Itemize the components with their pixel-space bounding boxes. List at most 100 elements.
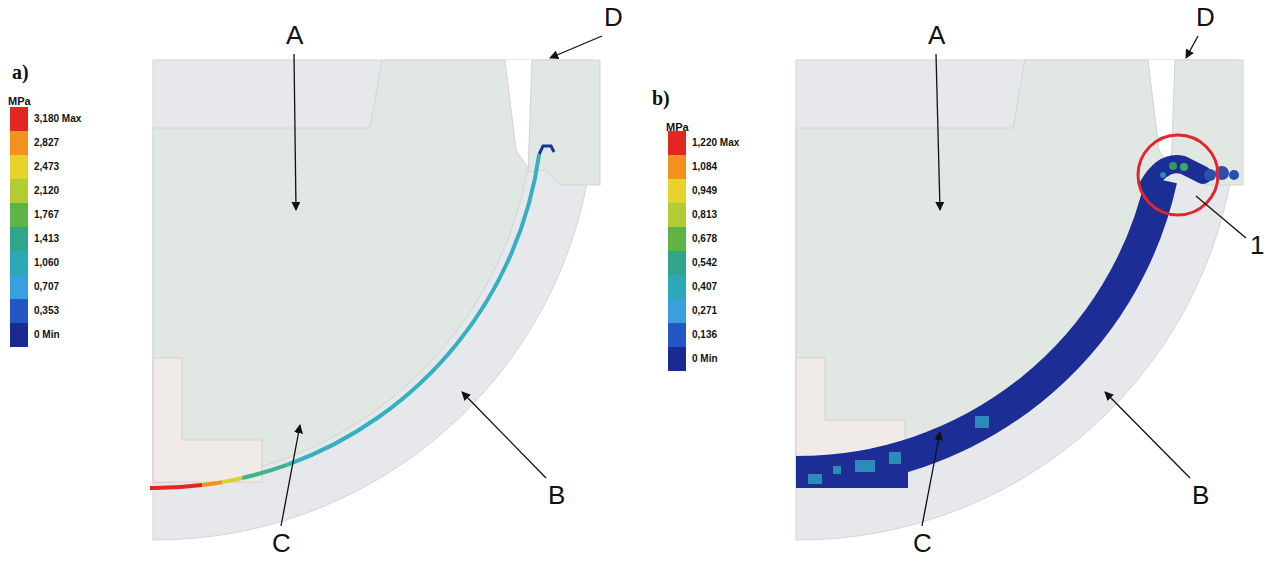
legend-item: 1,413 bbox=[10, 227, 59, 251]
stress-speckle bbox=[855, 460, 875, 472]
leader-arrow bbox=[294, 54, 296, 210]
legend-swatch bbox=[668, 299, 686, 323]
legend-value: 2,827 bbox=[34, 138, 59, 148]
leader-arrow bbox=[936, 54, 940, 210]
legend-item: 2,120 bbox=[10, 179, 59, 203]
legend-value: 1,084 bbox=[692, 162, 717, 172]
legend-item: 1,767 bbox=[10, 203, 59, 227]
part-label: B bbox=[1192, 482, 1209, 508]
legend-value: 0,813 bbox=[692, 210, 717, 220]
part-label: B bbox=[548, 482, 565, 508]
contact-blob bbox=[1229, 170, 1239, 180]
contact-layer bbox=[222, 478, 242, 482]
legend-swatch bbox=[10, 203, 28, 227]
part-a-body bbox=[153, 60, 528, 483]
legend-value: 1,220 Max bbox=[692, 138, 739, 148]
legend-value: 0,707 bbox=[34, 282, 59, 292]
legend-swatch bbox=[668, 251, 686, 275]
legend-value: 0,353 bbox=[34, 306, 59, 316]
legend-value: 1,413 bbox=[34, 234, 59, 244]
legend-item: 0,136 bbox=[668, 323, 717, 347]
panel-a bbox=[150, 60, 600, 540]
legend-value: 0 Min bbox=[692, 354, 718, 364]
legend-value: 1,060 bbox=[34, 258, 59, 268]
legend-value: 0 Min bbox=[34, 330, 60, 340]
legend-value: 0,542 bbox=[692, 258, 717, 268]
legend-swatch bbox=[10, 275, 28, 299]
contact-layer bbox=[798, 180, 1161, 472]
stress-speckle bbox=[1160, 172, 1166, 178]
legend-value: 0,678 bbox=[692, 234, 717, 244]
legend-swatch bbox=[668, 275, 686, 299]
part-label: A bbox=[928, 22, 945, 48]
part-b-shell bbox=[153, 60, 595, 540]
legend-item: 0,707 bbox=[10, 275, 59, 299]
legend-item: 0,542 bbox=[668, 251, 717, 275]
insert-part bbox=[153, 358, 262, 482]
contact-layer bbox=[150, 485, 202, 488]
legend-item: 0,407 bbox=[668, 275, 717, 299]
insert-part bbox=[796, 358, 905, 456]
part-label: C bbox=[913, 530, 932, 556]
legend-value: 3,180 Max bbox=[34, 114, 81, 124]
legend-swatch bbox=[668, 227, 686, 251]
contact-layer bbox=[242, 465, 287, 478]
legend-value: 2,473 bbox=[34, 162, 59, 172]
legend-value: 0,136 bbox=[692, 330, 717, 340]
legend-swatch bbox=[10, 155, 28, 179]
part-b-shell bbox=[796, 60, 1238, 540]
part-label: C bbox=[272, 530, 291, 556]
legend-value: 0,271 bbox=[692, 306, 717, 316]
legend-item: 0,813 bbox=[668, 203, 717, 227]
legend-swatch bbox=[668, 347, 686, 371]
unit-label: MPa bbox=[8, 96, 31, 107]
legend-swatch bbox=[10, 251, 28, 275]
legend-swatch bbox=[668, 203, 686, 227]
part-d-block bbox=[1171, 60, 1243, 185]
legend-swatch bbox=[10, 107, 28, 131]
leader-arrow bbox=[1105, 392, 1190, 478]
part-a-body bbox=[796, 60, 1171, 483]
legend-item: 0,949 bbox=[668, 179, 717, 203]
legend-item: 1,220 Max bbox=[668, 131, 739, 155]
legend-swatch bbox=[668, 323, 686, 347]
stress-speckle bbox=[1180, 163, 1188, 171]
leader-lines bbox=[281, 36, 1246, 526]
leader-arrow bbox=[281, 425, 300, 526]
legend-swatch bbox=[668, 179, 686, 203]
legend-item: 1,084 bbox=[668, 155, 717, 179]
leader-arrow bbox=[1186, 36, 1198, 58]
highlight-circle bbox=[1138, 135, 1218, 215]
contact-layer bbox=[202, 482, 222, 485]
leader-line bbox=[1196, 196, 1246, 238]
legend-item: 1,060 bbox=[10, 251, 59, 275]
stress-speckle bbox=[833, 466, 841, 474]
legend-swatch bbox=[10, 131, 28, 155]
legend-swatch bbox=[10, 299, 28, 323]
legend-item: 0,271 bbox=[668, 299, 717, 323]
legend-swatch bbox=[10, 227, 28, 251]
legend-value: 0,949 bbox=[692, 186, 717, 196]
panel-label: b) bbox=[652, 88, 670, 108]
stress-speckle bbox=[808, 474, 822, 484]
stress-speckle bbox=[975, 416, 989, 428]
part-label: D bbox=[604, 4, 623, 30]
legend-item: 0 Min bbox=[10, 323, 60, 347]
legend-value: 0,407 bbox=[692, 282, 717, 292]
legend-swatch bbox=[668, 155, 686, 179]
leader-arrow bbox=[922, 432, 940, 526]
panel-b bbox=[796, 60, 1243, 540]
legend-swatch bbox=[668, 131, 686, 155]
stress-speckle bbox=[1169, 162, 1177, 170]
part-label: D bbox=[1196, 4, 1215, 30]
contact-layer bbox=[288, 154, 540, 465]
legend-swatch bbox=[10, 323, 28, 347]
legend-value: 1,767 bbox=[34, 210, 59, 220]
contact-hook bbox=[539, 146, 554, 154]
legend-item: 2,473 bbox=[10, 155, 59, 179]
callout-number: 1 bbox=[1250, 232, 1264, 258]
legend-item: 0 Min bbox=[668, 347, 718, 371]
leader-arrow bbox=[462, 392, 546, 478]
